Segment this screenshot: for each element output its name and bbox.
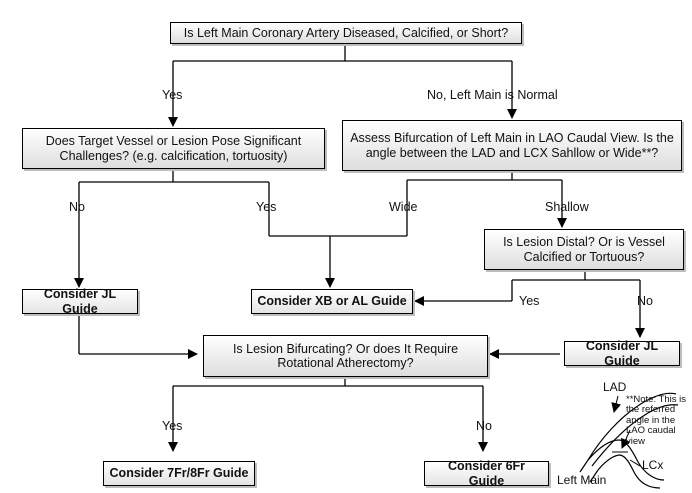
edge-label-yes: Yes [519,294,540,308]
bifurcation-lao-question: Assess Bifurcation of Left Main in LAO C… [342,120,682,171]
xb-al-guide-result: Consider XB or AL Guide [251,289,413,314]
7fr-8fr-guide-result: Consider 7Fr/8Fr Guide [103,461,255,486]
jl-guide-result-right: Consider JL Guide [564,339,680,368]
left-main-question: Is Left Main Coronary Artery Diseased, C… [170,22,522,44]
edge-label-shallow: Shallow [545,200,589,214]
6fr-guide-result: Consider 6Fr Guide [424,459,549,488]
6fr-guide-result-text: Consider 6Fr Guide [447,459,526,488]
edge-label-wide: Wide [389,200,418,214]
lesion-distal-question: Is Lesion Distal? Or is Vessel Calcified… [484,229,684,270]
referred-angle-note: **Note: This is the referred angle in th… [626,394,687,447]
jl-guide-result-left: Consider JL Guide [22,287,138,316]
jl-guide-result-left-text: Consider JL Guide [43,287,117,316]
lad-label: LAD [603,380,627,394]
edge-label-no: No [69,200,85,214]
lesion-distal-question-text: Is Lesion Distal? Or is Vessel Calcified… [503,235,665,264]
bifurcation-lao-question-text: Assess Bifurcation of Left Main in LAO C… [350,131,674,160]
left-main-label: Left Main [557,473,607,487]
edge-label-no: No [476,419,492,433]
edge-label-left-main-normal: No, Left Main is Normal [427,88,558,102]
jl-guide-result-right-text: Consider JL Guide [585,339,659,368]
rotational-atherectomy-question: Is Lesion Bifurcating? Or does It Requir… [203,335,488,377]
xb-al-guide-result-text: Consider XB or AL Guide [257,294,407,309]
vessel-illustration [579,392,679,489]
rotational-atherectomy-question-text: Is Lesion Bifurcating? Or does It Requir… [232,341,459,370]
target-vessel-question: Does Target Vessel or Lesion Pose Signif… [22,128,325,169]
edge-label-no: No [637,294,653,308]
left-main-question-text: Is Left Main Coronary Artery Diseased, C… [183,25,509,40]
edge-label-yes: Yes [162,88,183,102]
lcx-label: LCx [642,458,664,472]
edge-label-yes: Yes [162,419,183,433]
target-vessel-question-text: Does Target Vessel or Lesion Pose Signif… [45,134,302,163]
7fr-8fr-guide-result-text: Consider 7Fr/8Fr Guide [109,466,249,481]
edge-label-yes: Yes [256,200,277,214]
